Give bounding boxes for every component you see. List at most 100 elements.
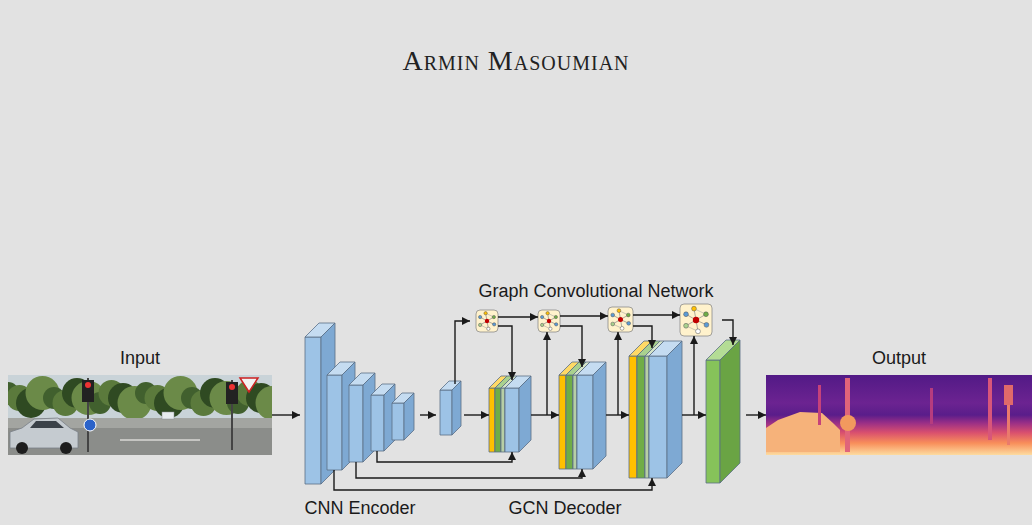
graph-vertex — [611, 322, 615, 326]
node-label: Graph Convolutional Network — [478, 281, 713, 303]
block-front — [559, 375, 566, 469]
block-side — [452, 381, 461, 435]
car-wheel — [60, 442, 72, 454]
feature-blocks — [305, 323, 740, 484]
lane-mark — [120, 439, 200, 441]
block-front — [495, 388, 501, 452]
flow-arrow — [617, 332, 618, 415]
encoder-block — [371, 384, 395, 451]
flow-arrow — [464, 414, 489, 415]
block-front — [645, 356, 649, 478]
icon-frame — [538, 310, 560, 332]
flow-arrow — [531, 414, 559, 415]
traffic-light — [82, 380, 94, 402]
warning-sign — [240, 378, 258, 392]
graph-vertex — [546, 312, 549, 315]
red-light — [85, 382, 91, 388]
block-front — [566, 375, 573, 469]
graph-vertex — [617, 309, 621, 313]
blue-sign — [84, 419, 96, 431]
graph-vertex — [555, 323, 558, 326]
graph-vertex — [549, 327, 552, 330]
graph-center — [547, 319, 551, 323]
input-photo — [8, 375, 272, 455]
block-front — [649, 356, 667, 478]
block-front — [637, 356, 645, 478]
depth-ground — [766, 375, 1032, 455]
block-front — [489, 388, 495, 452]
internal-arrows — [334, 315, 706, 490]
car-wheel — [16, 442, 28, 454]
graph-vertex — [540, 315, 543, 318]
red-light — [229, 384, 235, 390]
flow-arrow — [546, 332, 547, 415]
graph-vertex — [626, 313, 630, 317]
encoder-block — [392, 393, 414, 440]
graph-vertex — [627, 321, 631, 325]
block-front — [349, 385, 363, 462]
title-text: Armin Masoumian — [0, 44, 1032, 78]
flow-arrow — [420, 414, 436, 415]
depth-pole — [1007, 405, 1010, 445]
gcn-group: Graph Convolutional Network — [470, 281, 722, 338]
node-label: GCN Decoder — [508, 498, 621, 520]
depth-pole — [930, 388, 933, 424]
depth-pole — [845, 378, 850, 452]
block-front — [573, 375, 577, 469]
flow-arrow — [498, 326, 512, 380]
block-side — [519, 376, 531, 452]
icon-frame — [680, 304, 712, 336]
sky — [8, 375, 272, 455]
icon-frame — [476, 310, 498, 332]
graph-vertex — [611, 313, 615, 317]
graph-center — [485, 319, 489, 323]
block-front — [392, 403, 404, 440]
flow-arrow — [334, 470, 652, 490]
block-front — [577, 375, 593, 469]
block-side — [720, 340, 740, 483]
block-side — [667, 341, 682, 478]
traffic-light — [226, 382, 238, 404]
flow-arrow — [693, 336, 694, 415]
block-front — [371, 395, 384, 451]
flow-arrow — [356, 462, 582, 478]
decoder-layer — [629, 341, 652, 478]
depth-pole — [818, 385, 821, 425]
graph-icon — [538, 310, 560, 332]
graph-vertex — [692, 306, 697, 311]
flow-arrow — [633, 326, 652, 348]
graph-vertex — [620, 326, 624, 330]
block-front — [440, 390, 452, 435]
graph-vertex — [493, 323, 496, 326]
decoder-layer — [505, 376, 531, 452]
output-block — [706, 340, 740, 483]
graph-icon — [680, 304, 712, 336]
decoder-layer — [577, 362, 606, 469]
flow-arrow — [377, 451, 512, 462]
block-front — [505, 388, 519, 452]
graph-vertex — [554, 315, 557, 318]
flow-arrow — [633, 314, 680, 315]
image-panel: Output — [766, 348, 1032, 455]
block-front — [629, 356, 637, 478]
flow-arrow — [560, 326, 582, 367]
node-label: Output — [872, 348, 926, 370]
node-label: Input — [120, 348, 160, 370]
block-front — [327, 375, 342, 470]
graph-vertex — [540, 323, 543, 326]
graph-center — [693, 317, 699, 323]
bottleneck-block — [440, 381, 461, 435]
flow-arrow — [722, 320, 733, 345]
decoder-layer — [559, 362, 579, 469]
encoder-group: CNN Encoder — [300, 325, 420, 520]
graph-icon — [608, 307, 633, 332]
tree — [256, 386, 273, 420]
graph-vertex — [684, 323, 689, 328]
flow-arrow — [454, 345, 455, 384]
block-front — [501, 388, 505, 452]
depth-car — [766, 412, 840, 452]
